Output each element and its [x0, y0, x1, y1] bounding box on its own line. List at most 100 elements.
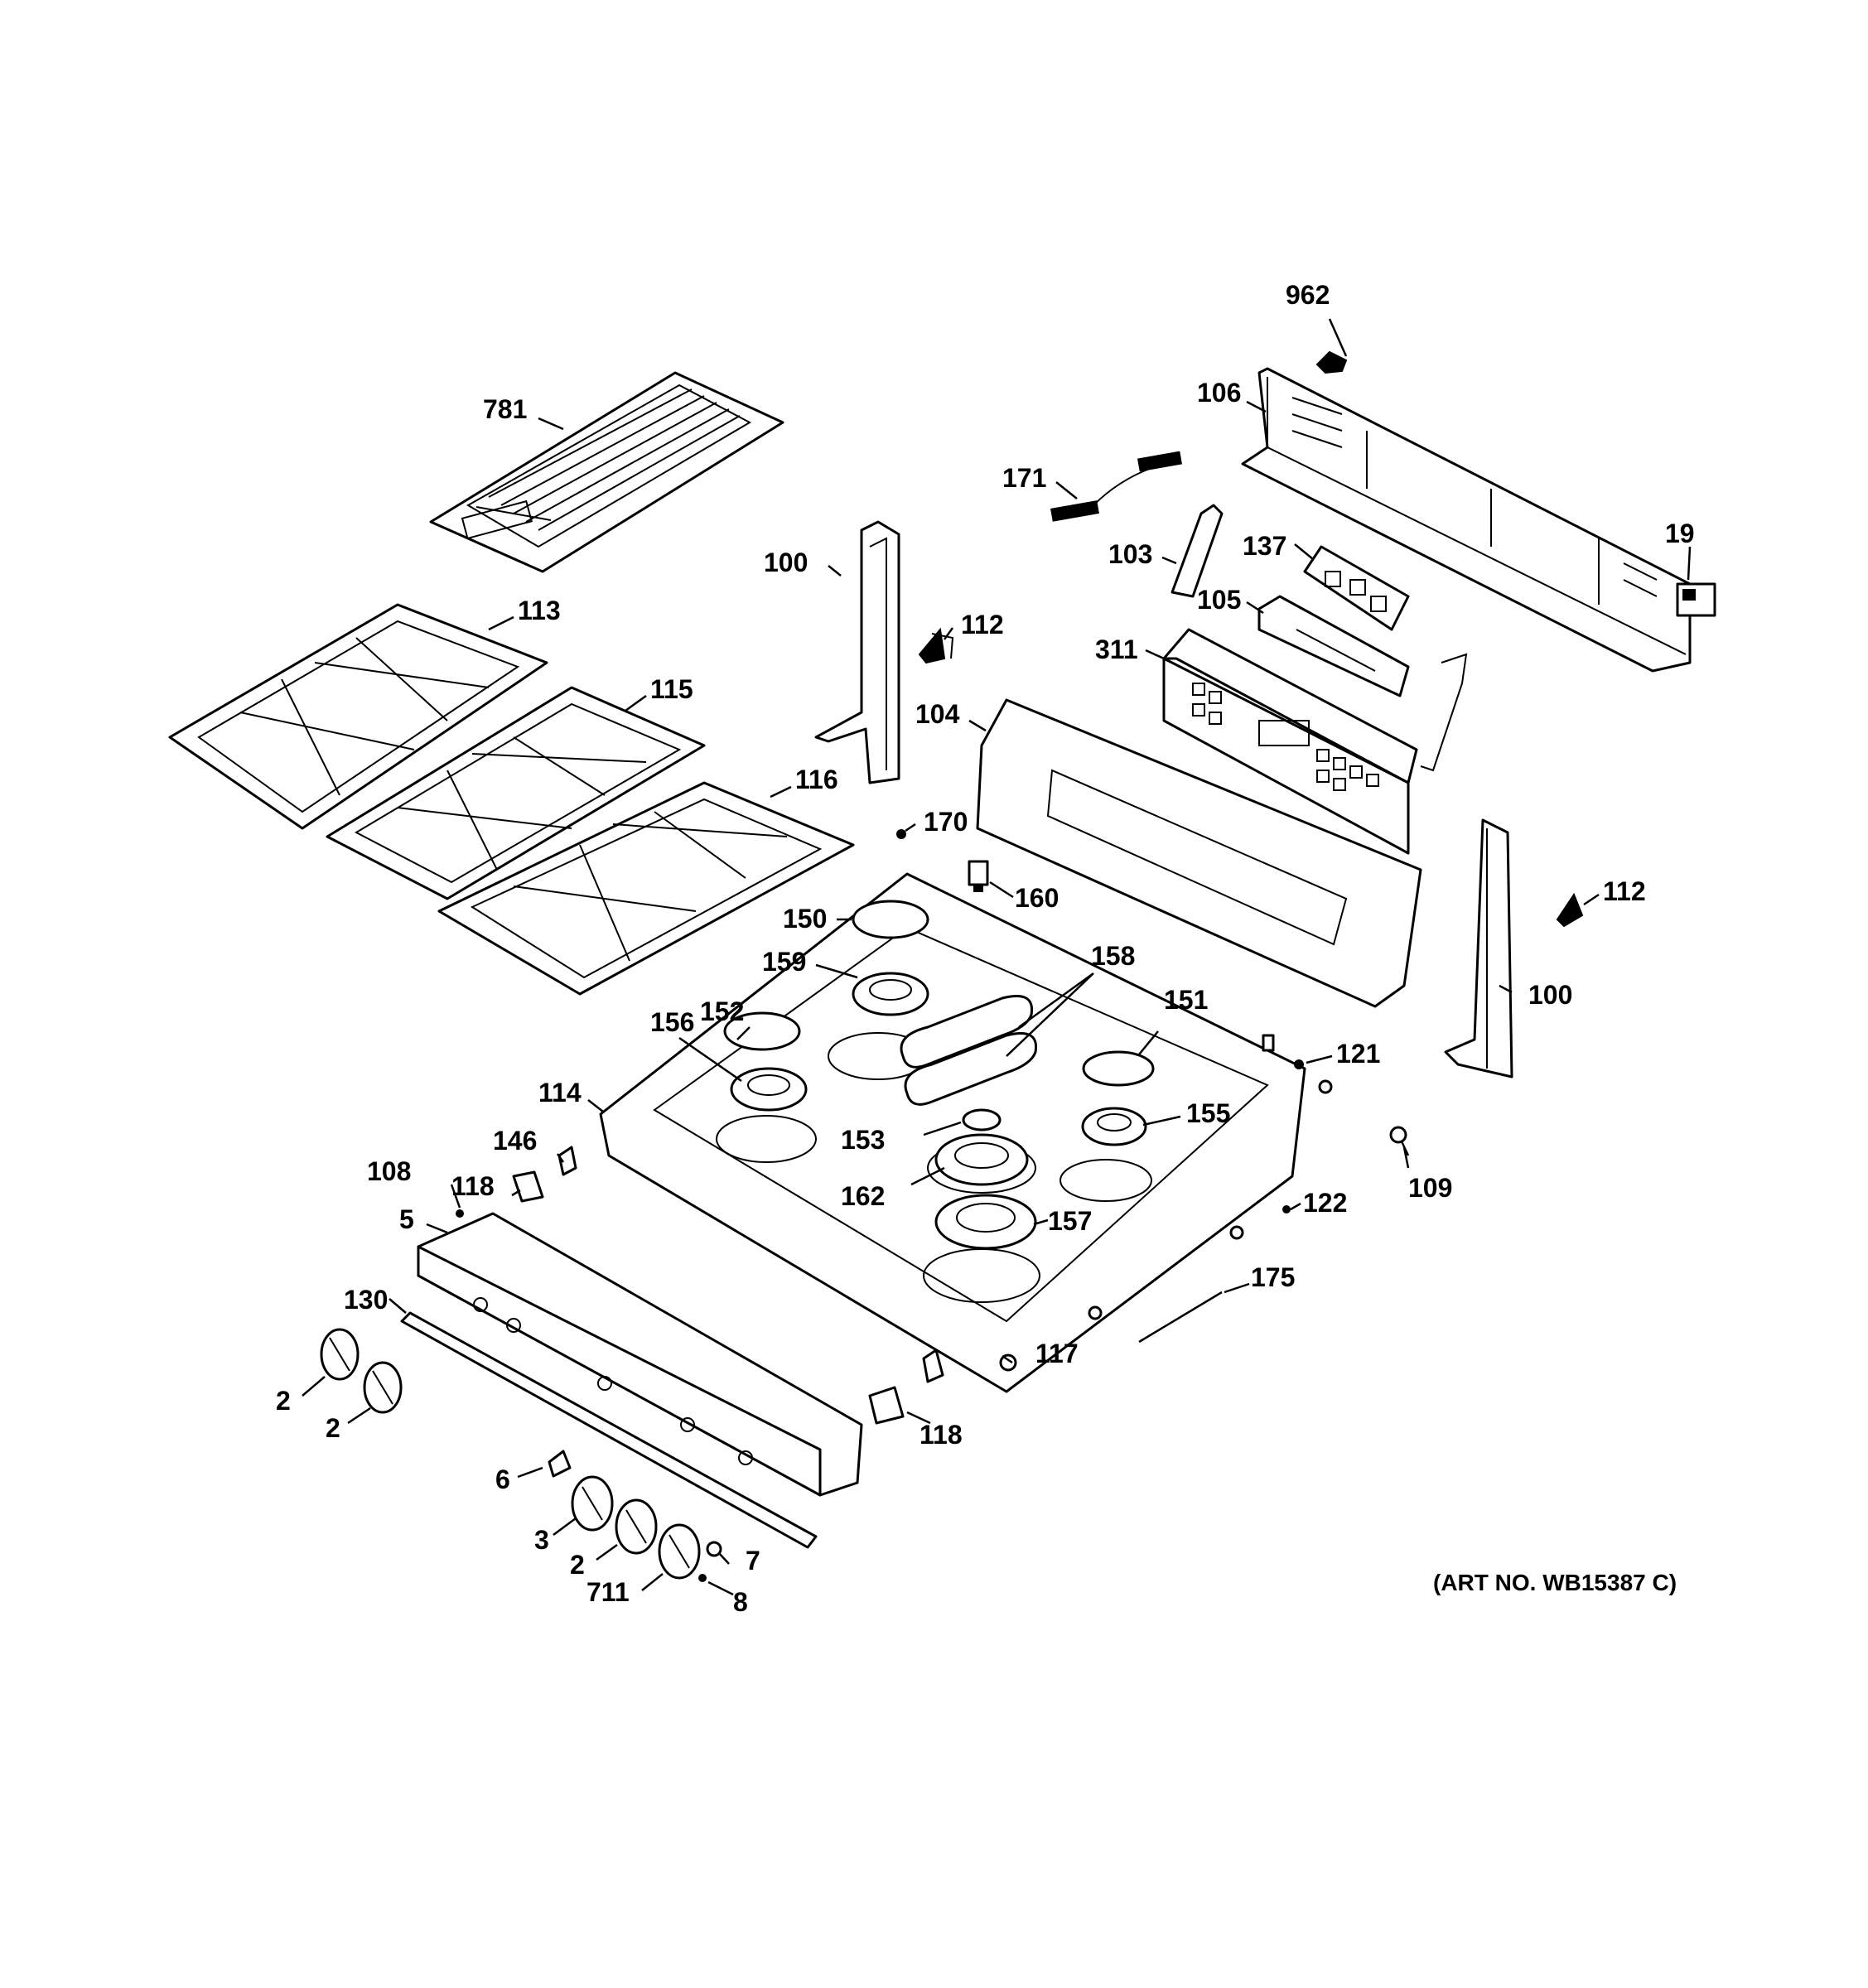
side-trim-part-100-left: [814, 520, 900, 784]
spring-part-7: [706, 1541, 722, 1557]
callout-121: 121: [1336, 1039, 1380, 1069]
callout-117: 117: [1035, 1339, 1079, 1368]
nut-icon: [1318, 1079, 1333, 1094]
bolt-part-109: [1389, 1126, 1410, 1156]
cooktop-part-114: [599, 872, 1306, 1393]
callout-170: 170: [924, 807, 968, 837]
igniter-part-160: [968, 860, 989, 892]
grate-part-116: [437, 781, 855, 996]
callout-150: 150: [783, 904, 827, 934]
burner-part-156: [730, 1067, 808, 1112]
callout-labels: 962 106 781 171 19 100 103 137 112 105 3…: [276, 280, 1695, 1617]
grommet-part-117: [999, 1353, 1017, 1372]
control-board-part-105: [1257, 595, 1410, 697]
callout-153: 153: [841, 1125, 885, 1155]
callout-106: 106: [1197, 378, 1241, 408]
burner-cap-part-153: [962, 1108, 1002, 1132]
screw-part-121: [1294, 1059, 1304, 1069]
callout-155: 155: [1186, 1098, 1230, 1128]
callout-152: 152: [700, 996, 744, 1026]
callout-157: 157: [1048, 1206, 1092, 1236]
oval-burner-part-158: [900, 995, 1038, 1106]
clip-icon: [1262, 1034, 1275, 1052]
control-panel-part-311: [1162, 628, 1468, 855]
backguard-glass-part-104: [976, 698, 1422, 1008]
callout-3: 3: [534, 1525, 549, 1555]
clip-part-112-lower: [1556, 892, 1584, 928]
knob-part-2-lower: [615, 1498, 658, 1555]
leader-lines: [302, 318, 1692, 1596]
callout-5: 5: [399, 1204, 414, 1234]
callout-162: 162: [841, 1181, 885, 1211]
clip-part-962: [1315, 350, 1348, 374]
callout-151: 151: [1164, 985, 1208, 1015]
callout-311: 311: [1095, 635, 1138, 664]
burner-cap-part-152: [723, 1011, 801, 1051]
callout-116: 116: [795, 765, 838, 794]
callout-105: 105: [1197, 585, 1241, 615]
screw-part-170: [896, 829, 906, 839]
callout-711: 711: [586, 1577, 630, 1607]
callout-103: 103: [1108, 539, 1152, 569]
burner-part-157: [934, 1194, 1037, 1250]
knob-part-711: [658, 1523, 701, 1580]
knob-part-2-middle: [363, 1361, 403, 1414]
callout-156: 156: [650, 1007, 694, 1037]
foot-icon: [1229, 1225, 1244, 1240]
callout-109: 109: [1408, 1173, 1452, 1203]
gasket-part-130: [400, 1311, 818, 1549]
knob-part-3: [571, 1475, 614, 1532]
callout-112-upper: 112: [961, 610, 1004, 639]
callout-112-lower: 112: [1603, 876, 1646, 906]
callout-115: 115: [650, 674, 693, 704]
callout-2-middle: 2: [326, 1413, 340, 1443]
callout-137: 137: [1243, 531, 1286, 561]
callout-146: 146: [493, 1126, 537, 1156]
callout-19: 19: [1665, 519, 1695, 548]
callout-171: 171: [1002, 463, 1046, 493]
backguard-part-106: [1241, 367, 1692, 673]
griddle-part-781: [429, 371, 784, 573]
burner-part-159: [852, 972, 929, 1016]
rod-part-175: [1138, 1291, 1223, 1344]
screw-part-108: [456, 1209, 464, 1218]
callout-122: 122: [1303, 1188, 1347, 1218]
screw-part-122: [1282, 1205, 1291, 1214]
grate-part-115: [326, 686, 706, 900]
burner-part-155: [1081, 1107, 1147, 1146]
hinge-part-118-upper: [512, 1170, 544, 1203]
burner-part-162: [934, 1133, 1029, 1186]
callout-100-right: 100: [1528, 980, 1572, 1010]
callout-158: 158: [1091, 941, 1135, 971]
callout-118-lower: 118: [920, 1420, 963, 1450]
clip-part-112-upper: [918, 627, 954, 664]
grommet-icon: [1088, 1305, 1103, 1320]
callout-114: 114: [538, 1078, 582, 1107]
callout-6: 6: [495, 1464, 510, 1494]
callout-175: 175: [1251, 1262, 1295, 1292]
harness-part-171: [1050, 451, 1182, 522]
switch-part-19: [1676, 582, 1716, 617]
burner-cap-part-150: [852, 900, 929, 939]
bracket-icon: [922, 1349, 944, 1383]
callout-962: 962: [1286, 280, 1330, 310]
burner-cap-part-151: [1082, 1050, 1155, 1087]
callout-100-left: 100: [764, 548, 808, 577]
callout-781: 781: [483, 394, 527, 424]
knob-part-2-upper: [320, 1328, 360, 1381]
clip-part-6: [548, 1450, 572, 1478]
callout-159: 159: [762, 947, 806, 977]
bracket-part-146: [558, 1146, 577, 1176]
callout-104: 104: [915, 699, 960, 729]
callout-7: 7: [746, 1546, 760, 1575]
hinge-part-118-lower: [868, 1386, 905, 1425]
bracket-part-103: [1171, 504, 1224, 598]
grate-part-113: [168, 603, 548, 830]
callout-118-upper: 118: [451, 1171, 495, 1201]
screw-part-8: [698, 1574, 707, 1582]
art-number: (ART NO. WB15387 C): [1433, 1570, 1677, 1595]
callout-160: 160: [1015, 883, 1059, 913]
relay-board-part-137: [1303, 545, 1410, 631]
callout-8: 8: [733, 1587, 748, 1617]
